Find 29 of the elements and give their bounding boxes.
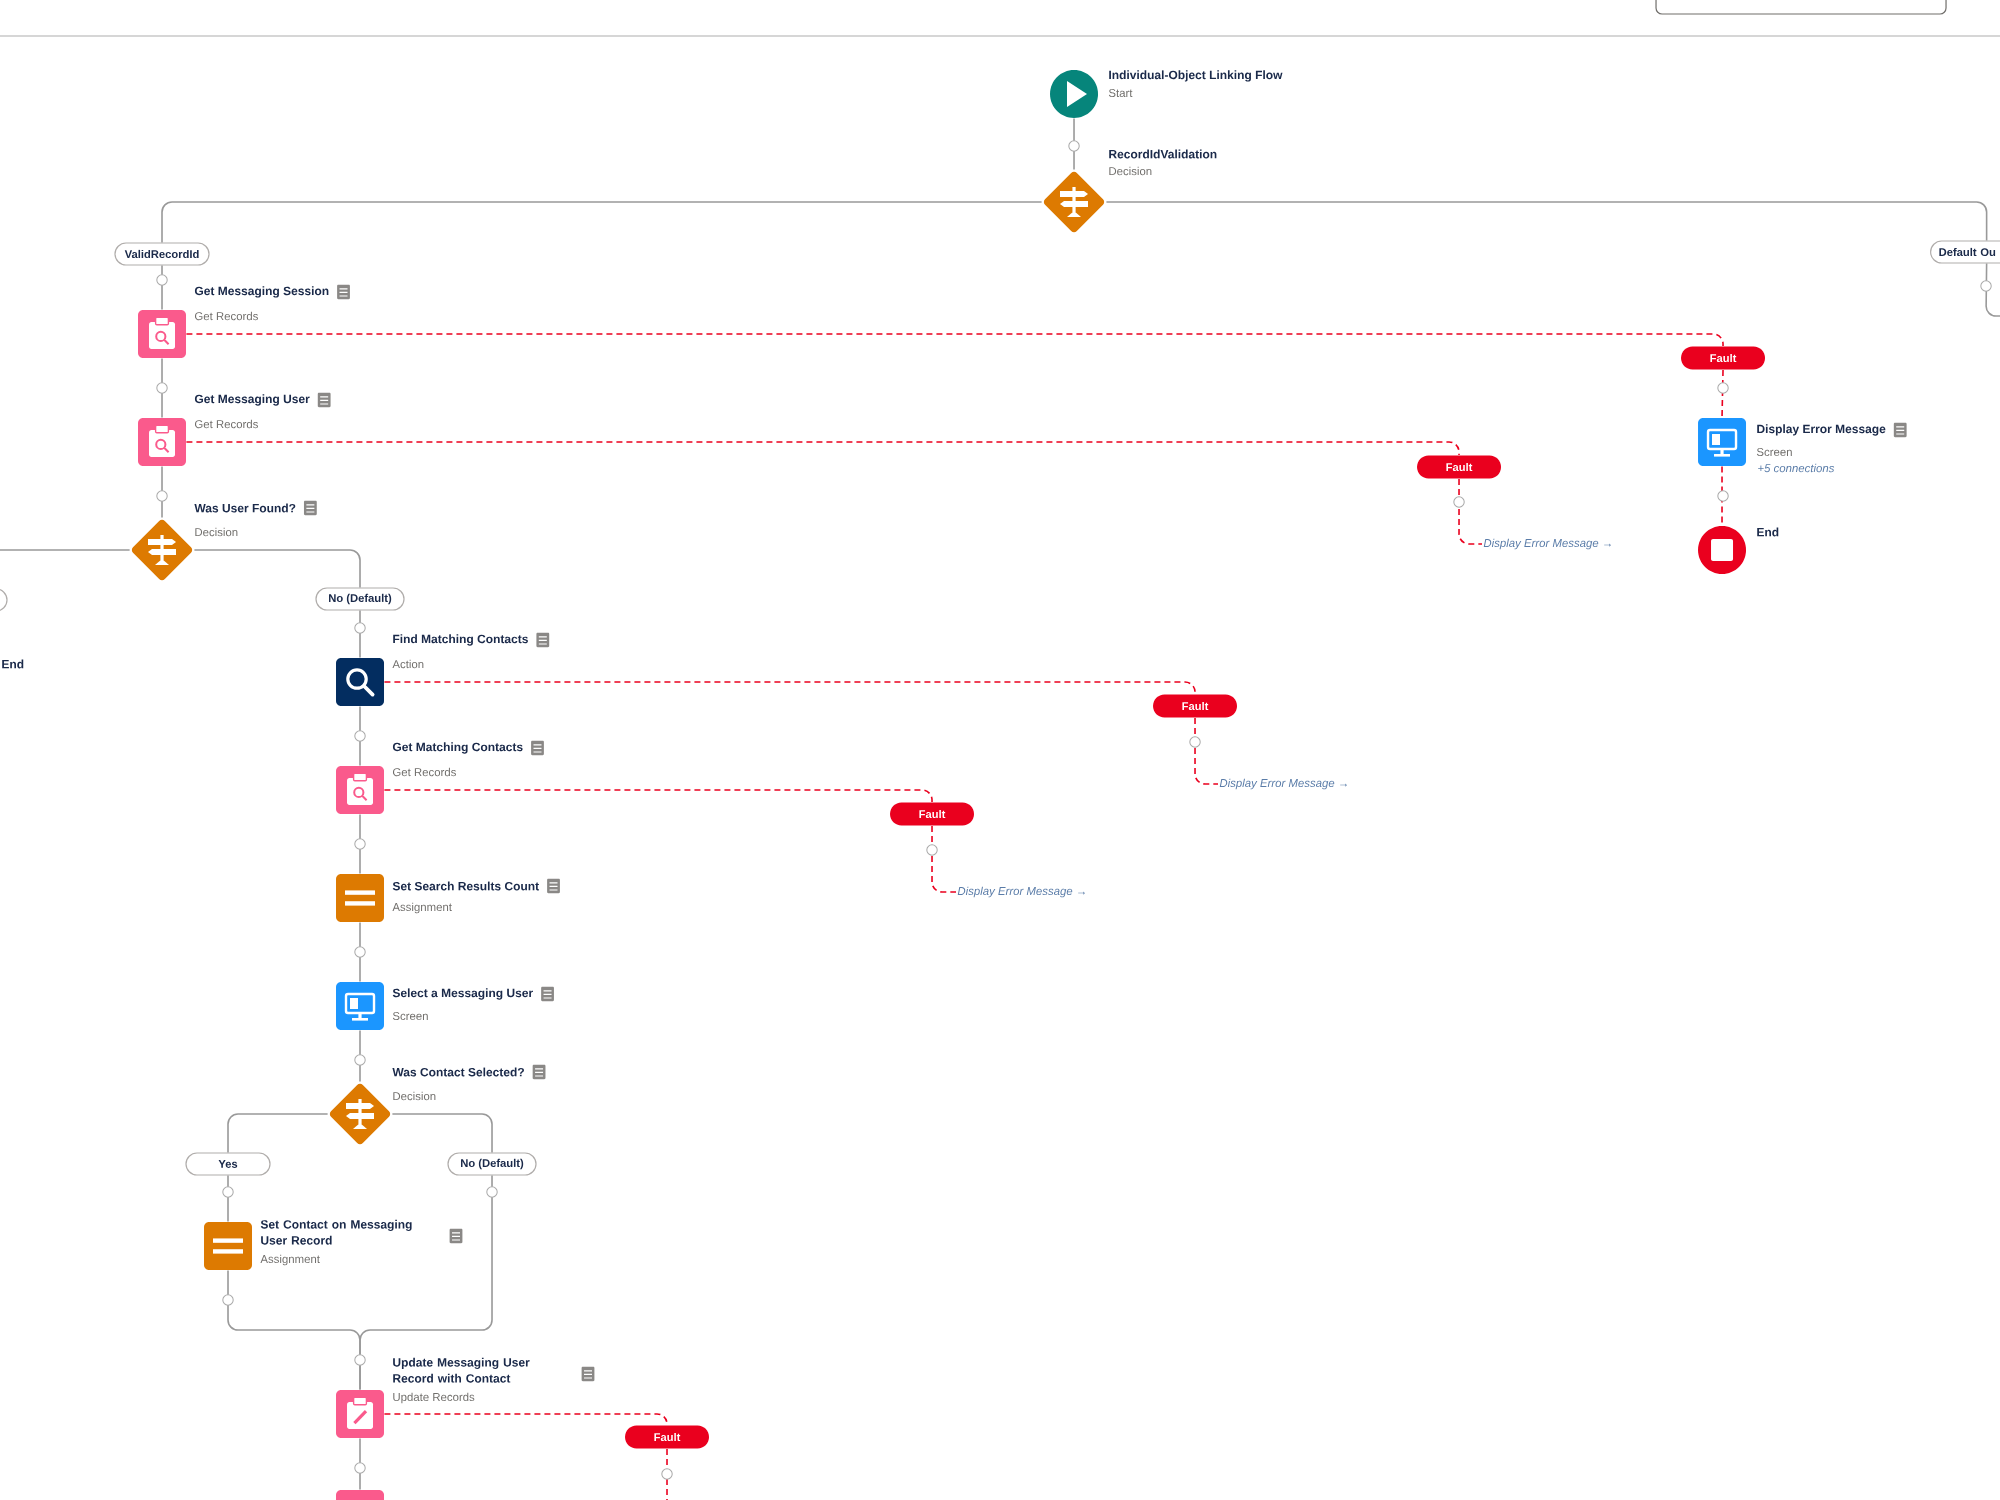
connector-line xyxy=(227,1113,329,1154)
element-tile xyxy=(336,1490,384,1500)
connector-line xyxy=(193,549,361,589)
dashed-connector xyxy=(383,789,933,803)
dashed-connector xyxy=(383,1413,668,1426)
dashed-connector xyxy=(383,681,1196,695)
connector-line xyxy=(391,1113,493,1154)
connector-line xyxy=(161,465,163,519)
dashed-connector xyxy=(185,441,1460,456)
connector-line xyxy=(161,357,163,419)
dashed-connector xyxy=(1721,465,1723,527)
connector-line xyxy=(359,1029,361,1083)
dashed-connector xyxy=(666,1448,668,1500)
dashed-connector xyxy=(1721,369,1724,419)
connector-line xyxy=(227,1174,229,1223)
connector-line xyxy=(0,549,131,551)
connector-line xyxy=(161,264,163,311)
connector-line xyxy=(1105,201,1988,242)
connector-line xyxy=(359,813,361,875)
connector-line xyxy=(359,705,361,767)
connector-line xyxy=(161,201,1043,244)
connector-line xyxy=(359,609,361,659)
connector-line xyxy=(1073,117,1075,171)
branch-pill xyxy=(0,588,8,612)
connector-line xyxy=(1985,262,2000,317)
connector-line xyxy=(359,1174,493,1391)
connector-line xyxy=(359,921,361,983)
dashed-connector xyxy=(185,333,1724,347)
connector-line xyxy=(359,1437,361,1491)
